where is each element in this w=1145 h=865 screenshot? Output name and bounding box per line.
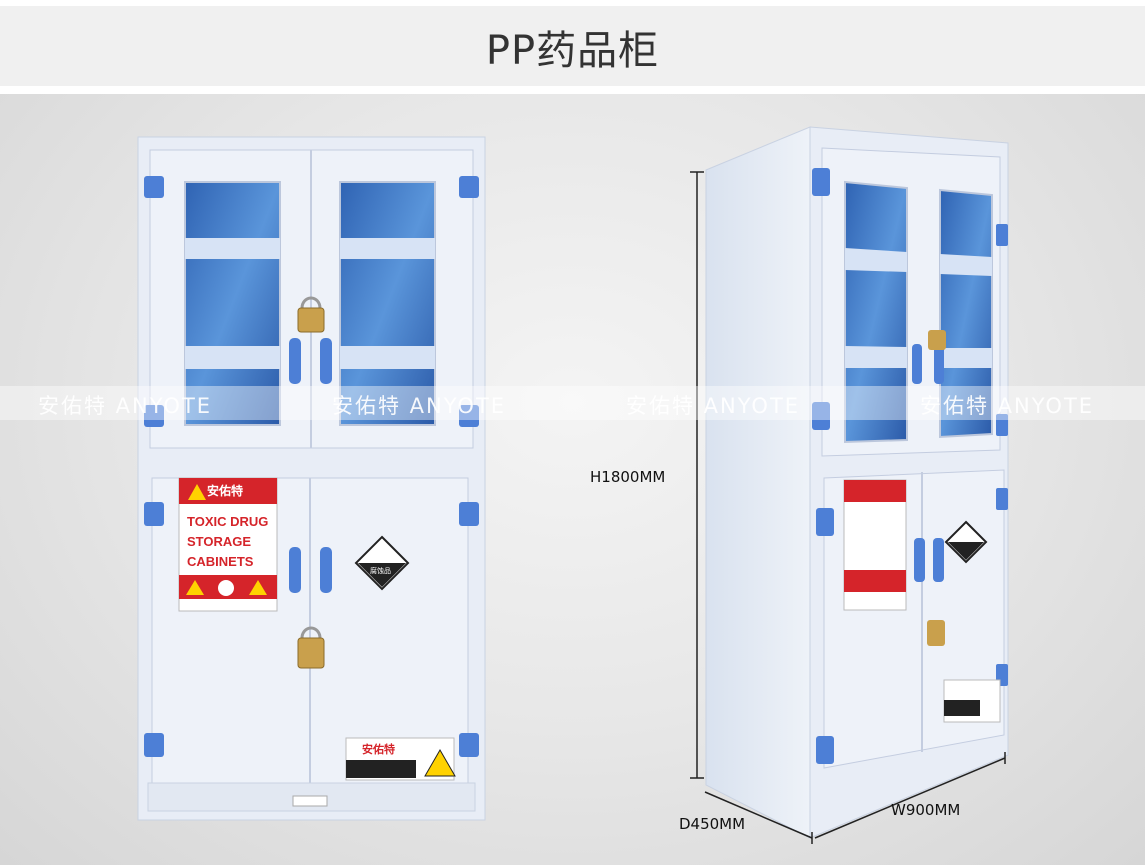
brand-sticker xyxy=(345,737,456,781)
warning-line-2: STORAGE xyxy=(187,534,252,549)
side-view-cabinet xyxy=(705,126,1009,839)
warning-line-1: TOXIC DRUG xyxy=(187,514,269,529)
watermark-text: 安佑特 ANYOTE xyxy=(38,394,213,418)
corrosive-hazard-icon xyxy=(354,535,410,591)
depth-dimension: D450MM xyxy=(679,815,746,833)
caution-label xyxy=(292,795,328,807)
page-title: PP药品柜 xyxy=(485,28,660,74)
front-handles xyxy=(289,338,332,593)
width-dimension: W900MM xyxy=(891,801,961,819)
warning-line-3: CABINETS xyxy=(187,554,254,569)
warning-label-text: 安佑特 TOXIC DRUG STORAGE CABINETS xyxy=(179,478,277,611)
watermark-text: 安佑特 ANYOTE xyxy=(920,394,1095,418)
watermark-band: 安佑特 ANYOTE 安佑特 ANYOTE 安佑特 ANYOTE 安佑特 ANY… xyxy=(0,386,1145,420)
toxic-drug-warning-label xyxy=(178,477,278,612)
height-dimension: H1800MM xyxy=(590,468,666,486)
hazard-class-text: 腐蚀品 xyxy=(370,567,391,575)
watermark-text: 安佑特 ANYOTE xyxy=(626,394,801,418)
front-hinges xyxy=(144,176,479,757)
dimension-lines xyxy=(690,171,1006,844)
brand-sticker-text: 安佑特 xyxy=(362,743,395,756)
front-right-glass xyxy=(339,181,436,426)
header-bar: PP药品柜 xyxy=(0,0,1145,88)
watermark-text: 安佑特 ANYOTE xyxy=(332,394,507,418)
front-cabinet xyxy=(137,136,486,821)
padlock-icon xyxy=(297,296,325,669)
front-left-glass xyxy=(184,181,281,426)
header-band xyxy=(0,6,1145,86)
brand-cn-label: 安佑特 xyxy=(207,484,244,498)
